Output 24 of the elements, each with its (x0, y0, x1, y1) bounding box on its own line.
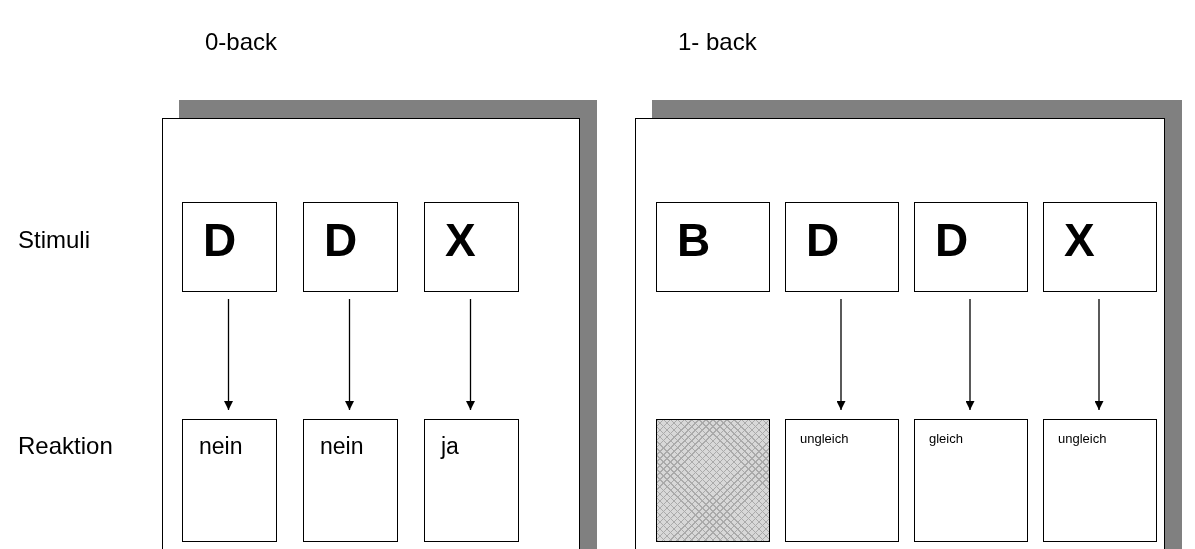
arrow (224, 298, 233, 411)
stimulus-box: X (1043, 202, 1157, 292)
row-label: Reaktion (18, 432, 113, 460)
response-box: nein (303, 419, 398, 542)
arrow (836, 298, 846, 411)
stimulus-box: D (785, 202, 899, 292)
stimulus-box: D (303, 202, 398, 292)
stimulus-box: B (656, 202, 770, 292)
stimulus-box: X (424, 202, 519, 292)
arrow (466, 298, 475, 411)
stimulus-box: D (182, 202, 277, 292)
row-label: Stimuli (18, 226, 90, 254)
response-box: nein (182, 419, 277, 542)
arrow (345, 298, 354, 411)
arrow (965, 298, 975, 411)
response-box: gleich (914, 419, 1028, 542)
response-box: ja (424, 419, 519, 542)
panel-heading: 1- back (678, 28, 757, 56)
response-box: ungleich (1043, 419, 1157, 542)
response-box: ungleich (785, 419, 899, 542)
panel-heading: 0-back (205, 28, 278, 56)
stimulus-box: D (914, 202, 1028, 292)
arrow (1094, 298, 1104, 411)
hatched-box (656, 419, 770, 542)
